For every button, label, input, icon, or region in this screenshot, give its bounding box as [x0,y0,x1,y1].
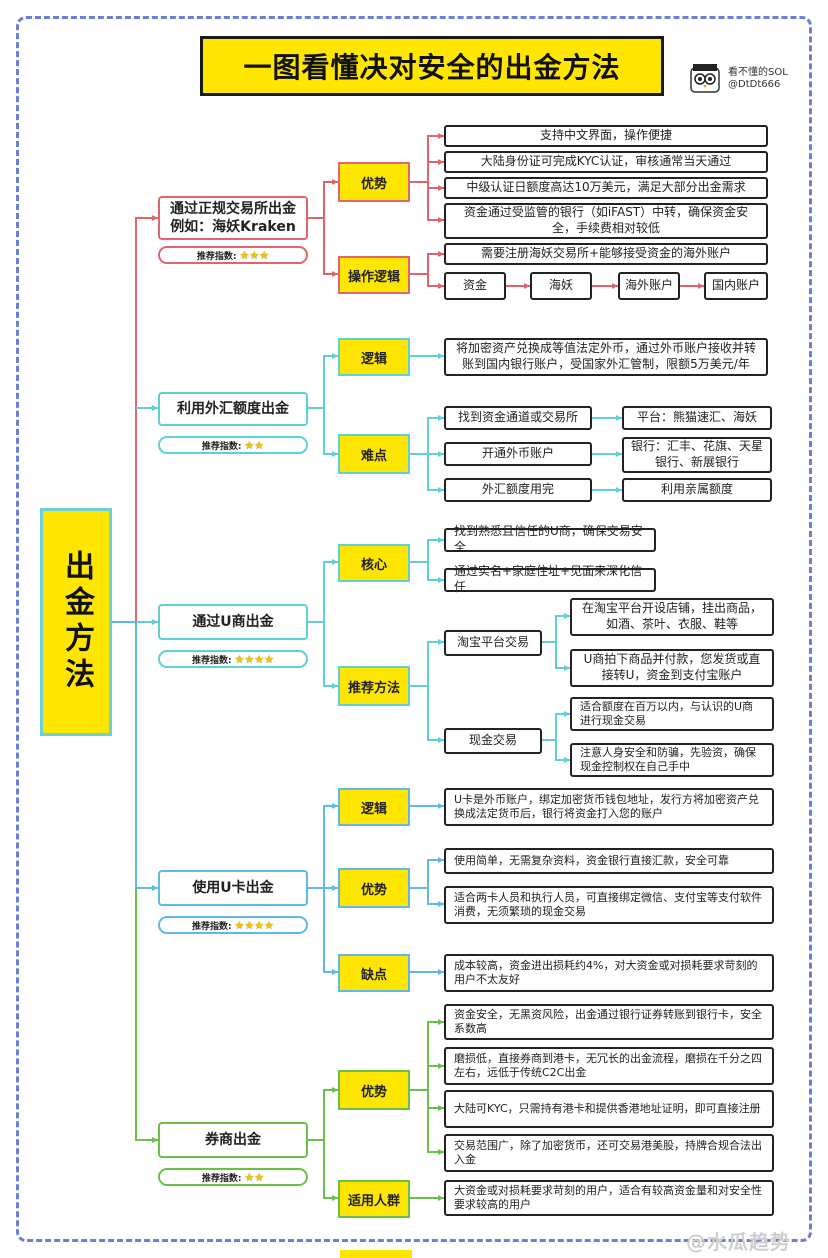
note: 资金通过受监管的银行（如iFAST）中转，确保资金安全，手续费相对较低 [444,203,768,239]
note: U商拍下商品并付款，您发货或直接转U，资金到支付宝账户 [570,649,774,687]
rating-u-merchant: 推荐指数:★★★★ [158,650,308,668]
note: 大陆可KYC，只需持有港卡和提供香港地址证明，即可直接注册 [444,1090,774,1128]
note: 注意人身安全和防骗，先验资，确保现金控制权在自己手中 [570,743,774,777]
tag-u-merchant-method: 推荐方法 [338,666,410,706]
star-icon: ★ [254,918,265,932]
star-icon: ★ [244,652,255,666]
star-icon: ★ [254,652,265,666]
tag-u-merchant-core: 核心 [338,544,410,582]
root-node: 出金方法 [40,508,112,736]
note: 通过实名+家庭住址+见面来深化信任 [444,564,656,594]
author-badge: 看不懂的SOL @DtDt666 [688,62,788,96]
owl-avatar-icon [690,64,720,93]
author-handle: @DtDt666 [728,79,781,90]
star-icon: ★ [254,438,265,452]
rating-u-card: 推荐指数:★★★★ [158,916,308,934]
star-icon: ★ [244,918,255,932]
star-rating-icon: ★★ [244,1171,264,1184]
solution-item: 利用亲属额度 [622,478,772,502]
difficulty-item: 找到资金通道或交易所 [444,406,592,430]
rating-exchange: 推荐指数:★★★ [158,246,308,264]
note: 需要注册海妖交易所+能够接受资金的海外账户 [444,243,768,265]
star-icon: ★ [254,1170,265,1184]
author-name: 看不懂的SOL [728,66,788,78]
tag-exchange-advantage: 优势 [338,162,410,202]
page-frame [16,16,812,1242]
note: 资金安全，无黑资风险，出金通过银行证券转账到银行卡，安全系数高 [444,1004,774,1040]
star-rating-icon: ★★★★ [235,919,275,932]
branch-forex: 利用外汇额度出金 [158,392,308,426]
note: 使用简单，无需复杂资料，资金银行直接汇款，安全可靠 [444,848,774,874]
note: 找到熟悉且信任的U商，确保交易安全 [444,524,656,554]
tag-broker-audience: 适用人群 [338,1180,410,1218]
star-icon: ★ [239,248,250,262]
note: 大资金或对损耗要求苛刻的用户，适合有较高资金量和对安全性要求较高的用户 [444,1180,774,1216]
note: 中级认证日额度高达10万美元，满足大部分出金需求 [444,177,768,199]
star-rating-icon: ★★★★ [235,653,275,666]
rating-forex: 推荐指数:★★ [158,436,308,454]
star-icon: ★ [234,652,245,666]
star-icon: ★ [259,248,270,262]
method-cash: 现金交易 [444,728,542,754]
flow-step: 海妖 [530,272,592,300]
flow-step: 资金 [444,272,506,300]
note: 支持中文界面，操作便捷 [444,125,768,147]
tag-u-card-drawback: 缺点 [338,954,410,992]
branch-u-card: 使用U卡出金 [158,870,308,906]
note: 成本较高，资金进出损耗约4%，对大资金或对损耗要求苛刻的用户不太友好 [444,954,774,992]
watermark: @水瓜趋势 [686,1230,791,1254]
tag-exchange-logic: 操作逻辑 [338,256,410,294]
branch-broker: 券商出金 [158,1122,308,1158]
star-icon: ★ [244,1170,255,1184]
tag-forex-logic: 逻辑 [338,338,410,376]
star-rating-icon: ★★ [244,439,264,452]
branch-u-merchant: 通过U商出金 [158,604,308,640]
note: 将加密资产兑换成等值法定外币，通过外币账户接收并转账到国内银行账户，受国家外汇管… [444,338,768,376]
note: 在淘宝平台开设店铺，挂出商品，如酒、茶叶、衣服、鞋等 [570,598,774,636]
solution-item: 平台：熊猫速汇、海妖 [622,406,772,430]
flow-step: 海外账户 [618,272,680,300]
tag-broker-advantage: 优势 [338,1070,410,1110]
note: 磨损低，直接券商到港卡，无冗长的出金流程，磨损在千分之四左右，远低于传统C2C出… [444,1047,774,1085]
star-icon: ★ [234,918,245,932]
star-icon: ★ [264,918,275,932]
difficulty-item: 开通外币账户 [444,442,592,466]
method-taobao: 淘宝平台交易 [444,630,542,656]
rating-broker: 推荐指数:★★ [158,1168,308,1186]
tag-u-card-logic: 逻辑 [338,788,410,826]
note: 交易范围广，除了加密货币，还可交易港美股，持牌合规合法出入金 [444,1134,774,1172]
page-title: 一图看懂决对安全的出金方法 [200,36,664,96]
solution-item: 银行：汇丰、花旗、天星银行、新展银行 [622,437,772,473]
star-rating-icon: ★★★ [239,249,269,262]
next-tag-edge [340,1250,412,1258]
star-icon: ★ [249,248,260,262]
branch-exchange: 通过正规交易所出金例如：海妖Kraken [158,196,308,240]
star-icon: ★ [244,438,255,452]
note: 大陆身份证可完成KYC认证，审核通常当天通过 [444,151,768,173]
note: U卡是外币账户，绑定加密货币钱包地址，发行方将加密资产兑换成法定货币后，银行将资… [444,788,774,826]
flow-step: 国内账户 [704,272,768,300]
difficulty-item: 外汇额度用完 [444,478,592,502]
star-icon: ★ [264,652,275,666]
tag-forex-difficulty: 难点 [338,434,410,474]
note: 适合两卡人员和执行人员，可直接绑定微信、支付宝等支付软件消费，无须繁琐的现金交易 [444,886,774,924]
tag-u-card-advantage: 优势 [338,868,410,908]
note: 适合额度在百万以内，与认识的U商进行现金交易 [570,697,774,731]
